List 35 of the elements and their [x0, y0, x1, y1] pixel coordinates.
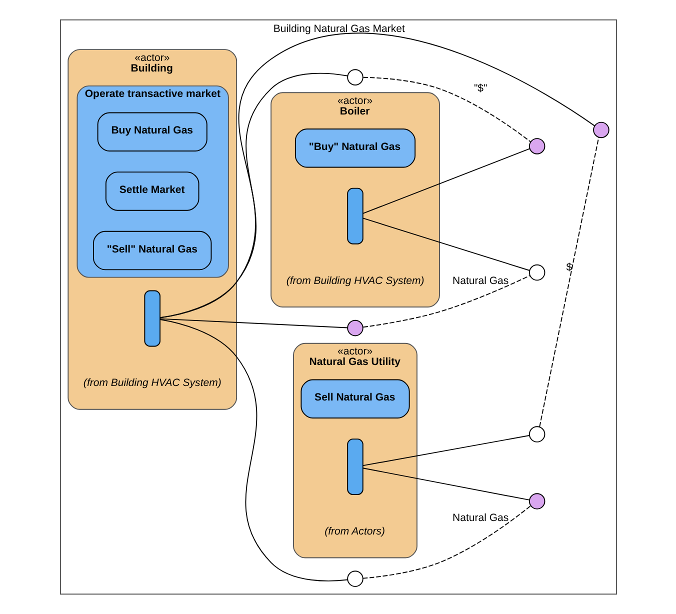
- node-box: [144, 290, 160, 347]
- connector: [362, 468, 530, 500]
- connector: [362, 506, 530, 579]
- node-label: (from Actors): [324, 526, 384, 538]
- node-box: Buy Natural Gas: [96, 112, 207, 152]
- node-arc: [346, 69, 363, 86]
- edge-label: Natural Gas: [452, 512, 508, 524]
- node-circle: [528, 493, 545, 510]
- edge-label: Natural Gas: [452, 274, 508, 287]
- node-arc: [528, 426, 545, 442]
- node-arc: [528, 264, 545, 281]
- edge-label: "$": [473, 82, 487, 94]
- connector: [362, 275, 530, 328]
- connector: [159, 319, 348, 582]
- node-box: [346, 188, 363, 244]
- connector: [159, 32, 595, 318]
- node-label: (from Building HVAC System): [82, 377, 221, 390]
- node-arc: [346, 570, 363, 587]
- node-circle: [592, 122, 609, 138]
- node-box: Settle Market: [104, 172, 199, 211]
- connector: [362, 148, 530, 214]
- edge-label: $: [566, 261, 572, 274]
- connector: [362, 76, 530, 142]
- node-label: (from Building HVAC System): [286, 274, 424, 287]
- node-box: Sell Natural Gas: [300, 379, 410, 418]
- connector: [159, 318, 348, 328]
- node-circle: [346, 320, 363, 336]
- node-box: "Sell" Natural Gas: [92, 230, 212, 270]
- connector: [538, 136, 599, 428]
- connector: [362, 218, 530, 271]
- node-box: [346, 438, 363, 496]
- connector: [362, 435, 530, 466]
- node-box: "Buy" Natural Gas: [294, 128, 416, 168]
- node-circle: [528, 138, 545, 154]
- connector: [159, 72, 348, 318]
